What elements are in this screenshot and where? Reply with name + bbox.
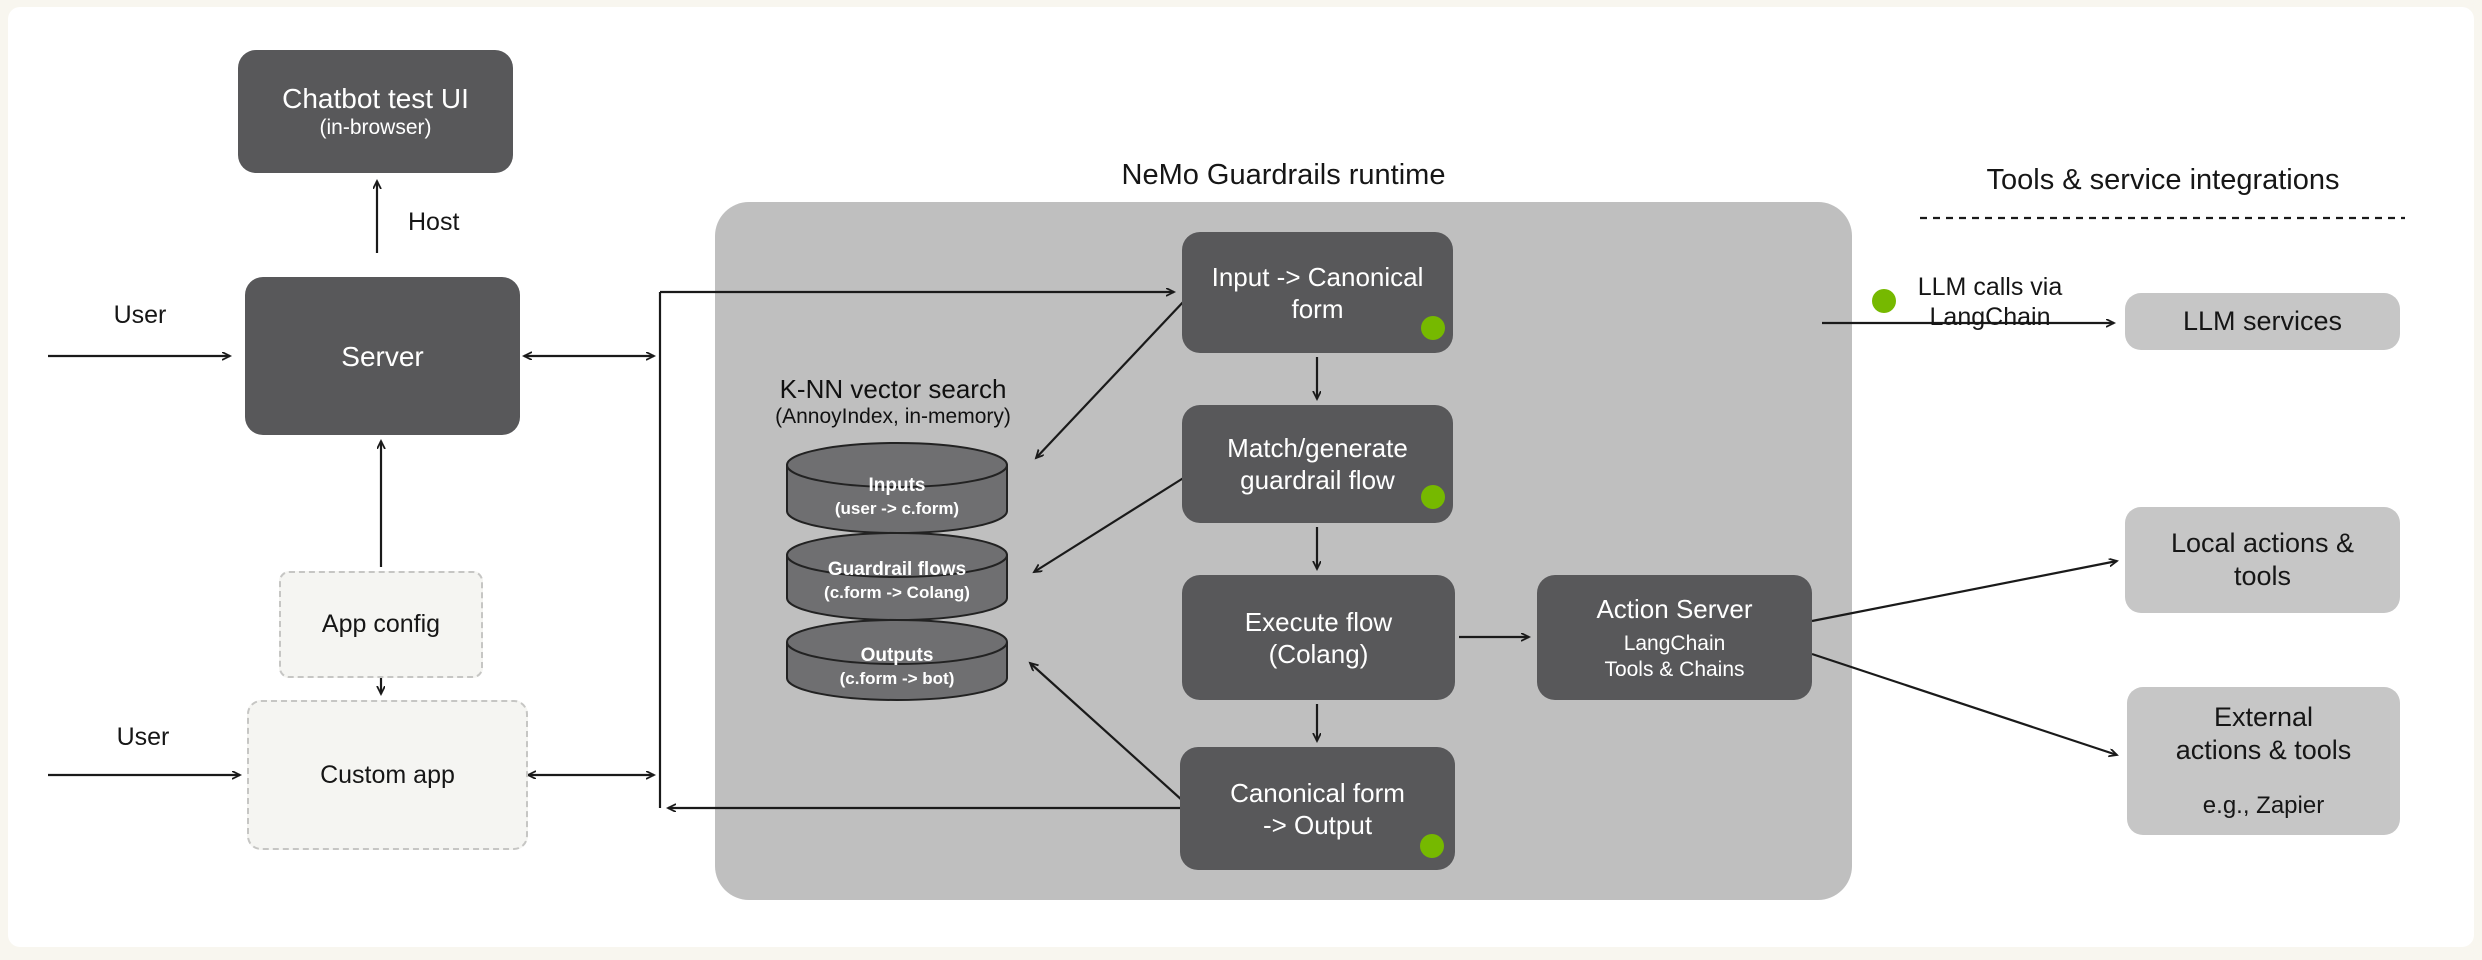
execute-flow-box[interactable]: Execute flow (Colang): [1182, 575, 1455, 700]
external-actions-line1: External: [2213, 701, 2314, 732]
local-actions-line2: tools: [2233, 561, 2292, 591]
cylinder-guardrail-flows[interactable]: Guardrail flows (c.form -> Colang): [787, 558, 1007, 604]
action-server-title: Action Server: [1596, 593, 1753, 624]
llm-services-box[interactable]: LLM services: [2125, 293, 2400, 350]
cylinder-flows-sublabel: (c.form -> Colang): [824, 583, 970, 602]
llm-call-indicator-dot: [1421, 485, 1445, 509]
external-actions-line2: actions & tools: [2175, 734, 2352, 765]
input-canonical-form-box[interactable]: Input -> Canonical form: [1182, 232, 1453, 353]
host-label: Host: [408, 208, 460, 236]
custom-app-box[interactable]: Custom app: [247, 700, 528, 850]
chatbot-subtitle: (in-browser): [319, 116, 432, 139]
external-actions-tools-box[interactable]: External actions & tools e.g., Zapier: [2127, 687, 2400, 835]
cylinder-inputs-sublabel: (user -> c.form): [834, 499, 960, 518]
external-actions-note: e.g., Zapier: [2202, 791, 2325, 819]
llm-legend-line1: LLM calls via: [1917, 273, 2063, 301]
integrations-title: Tools & service integrations: [1986, 164, 2340, 196]
arrows: [48, 181, 2405, 808]
match-generate-line1: Match/generate: [1227, 433, 1408, 463]
cylinder-outputs[interactable]: Outputs (c.form -> bot): [787, 644, 1007, 690]
cylinder-inputs[interactable]: Inputs (user -> c.form): [787, 474, 1007, 520]
knn-subtitle: (AnnoyIndex, in-memory): [775, 405, 1011, 428]
cylinder-outputs-label: Outputs: [860, 645, 934, 666]
server-box[interactable]: Server: [245, 277, 520, 435]
user-label-top: User: [113, 301, 167, 329]
chatbot-title: Chatbot test UI: [282, 83, 469, 114]
input-canonical-line2: form: [1291, 293, 1344, 324]
action-server-subtitle2: Tools & Chains: [1604, 657, 1745, 681]
chatbot-test-ui-box[interactable]: Chatbot test UI (in-browser): [238, 50, 513, 173]
app-config-title: App config: [321, 610, 441, 638]
knn-title: K-NN vector search: [779, 374, 1007, 404]
cylinder-flows-label: Guardrail flows: [827, 559, 967, 580]
input-canonical-line1: Input -> Canonical: [1211, 261, 1424, 292]
canonical-output-line1: Canonical form: [1230, 777, 1405, 808]
execute-flow-line1: Execute flow: [1244, 606, 1393, 637]
user-label-bottom: User: [116, 723, 170, 751]
canonical-form-output-box[interactable]: Canonical form -> Output: [1180, 747, 1455, 870]
server-title: Server: [341, 340, 424, 372]
knn-cylinder-stack: [786, 442, 1008, 701]
match-generate-flow-box[interactable]: Match/generate guardrail flow: [1182, 405, 1453, 523]
llm-call-indicator-dot: [1420, 834, 1444, 858]
llm-legend-line2: LangChain: [1929, 303, 2051, 331]
app-config-box[interactable]: App config: [279, 571, 483, 678]
canonical-output-line2: -> Output: [1262, 809, 1373, 840]
llm-calls-legend: LLM calls via LangChain: [1900, 272, 2080, 332]
execute-flow-line2: (Colang): [1268, 638, 1369, 669]
match-generate-line2: guardrail flow: [1240, 465, 1395, 495]
llm-call-indicator-dot: [1872, 289, 1896, 313]
llm-services-label: LLM services: [2182, 306, 2343, 336]
llm-call-indicator-dot: [1421, 316, 1445, 340]
local-actions-line1: Local actions &: [2170, 528, 2355, 558]
action-server-box[interactable]: Action Server LangChain Tools & Chains: [1537, 575, 1812, 700]
cylinder-outputs-sublabel: (c.form -> bot): [839, 669, 955, 688]
local-actions-tools-box[interactable]: Local actions & tools: [2125, 507, 2400, 613]
cylinder-inputs-label: Inputs: [868, 475, 926, 496]
knn-label: K-NN vector search (AnnoyIndex, in-memor…: [743, 374, 1043, 430]
action-server-subtitle1: LangChain: [1623, 631, 1726, 655]
custom-app-title: Custom app: [320, 760, 455, 789]
runtime-title: NeMo Guardrails runtime: [1121, 159, 1446, 191]
